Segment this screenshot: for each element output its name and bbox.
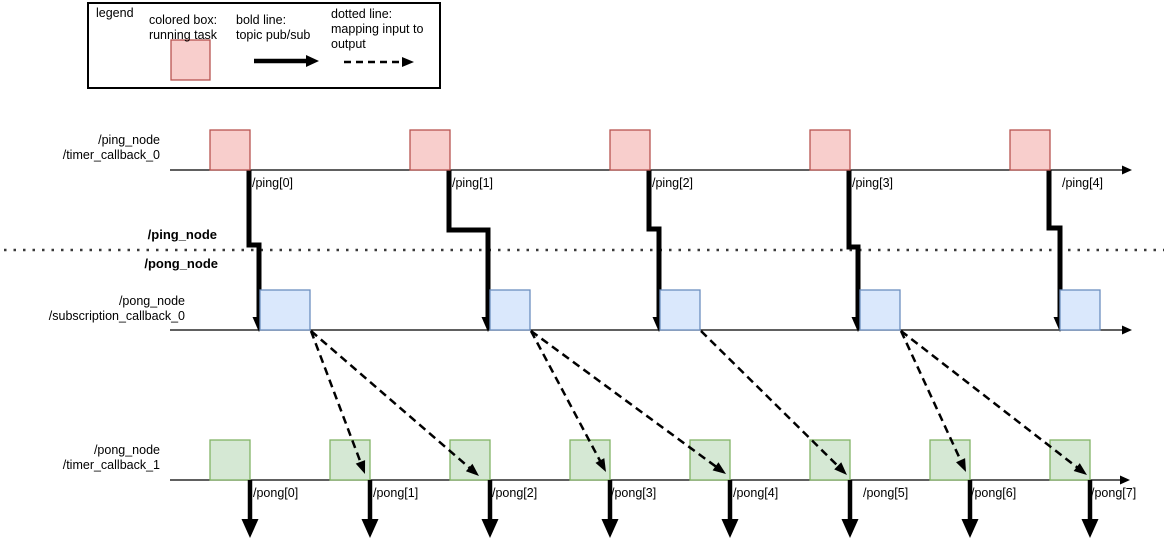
ping-timer-task-box-0: [209, 129, 251, 171]
mapping-arrowhead-icon: [956, 458, 966, 472]
topic-pub-arrowhead-icon: [721, 519, 739, 538]
legend-dashed-arrowhead-icon: [402, 57, 414, 67]
pong-timer-task-box-1: [329, 439, 371, 481]
mapping-arrowhead-icon: [355, 460, 366, 474]
ping-timer-task-box-1: [409, 129, 451, 171]
topic-pub-arrowhead-icon: [1081, 519, 1099, 538]
mapping-dashed-line-0: [309, 330, 363, 465]
ping-timer-axis-arrowhead-icon: [1122, 165, 1132, 175]
pong-timer-task-box-0: [209, 439, 251, 481]
legend-running-task-swatch: [170, 39, 211, 81]
mapping-dashed-line-5: [899, 330, 963, 463]
mapping-arrowhead-icon: [465, 463, 479, 476]
topic-pub-line-ping-2: [646, 170, 662, 319]
mapping-dashed-line-3: [530, 329, 718, 469]
legend-border: [87, 2, 441, 89]
subscription-task-box-3: [859, 289, 901, 331]
legend-bold-arrowhead-icon: [306, 55, 319, 67]
mapping-dashed-line-4: [700, 330, 841, 469]
pong-timer-axis-arrowhead-icon: [1120, 475, 1130, 485]
topic-pub-arrowhead-icon: [961, 519, 979, 538]
topic-pub-arrowhead-icon: [361, 519, 379, 538]
topic-pub-arrowhead-icon: [481, 519, 499, 538]
ping-timer-task-box-2: [609, 129, 651, 171]
subscription-task-box-1: [489, 289, 531, 331]
mapping-arrowhead-icon: [595, 458, 606, 472]
topic-pub-arrowhead-icon: [241, 519, 259, 538]
subscription-task-box-2: [659, 289, 701, 331]
mapping-arrowhead-icon: [1073, 463, 1087, 475]
pong-timer-task-box-2: [449, 439, 491, 481]
pong-timer-task-box-4: [689, 439, 731, 481]
mapping-dashed-line-2: [529, 330, 602, 463]
topic-pub-line-ping-1: [446, 170, 491, 319]
pong-subscription-axis-arrowhead-icon: [1122, 325, 1132, 335]
topic-pub-line-ping-3: [846, 170, 861, 319]
topic-pub-line-ping-0: [246, 170, 262, 319]
subscription-task-box-0: [259, 289, 311, 331]
mapping-arrowhead-icon: [712, 462, 726, 474]
ping-timer-task-box-3: [809, 129, 851, 171]
topic-pub-arrowhead-icon: [601, 519, 619, 538]
mapping-dashed-line-6: [900, 330, 1080, 470]
mapping-arrowhead-icon: [834, 462, 847, 475]
ping-timer-task-box-4: [1009, 129, 1051, 171]
mapping-dashed-line-1: [310, 330, 472, 470]
subscription-task-box-4: [1059, 289, 1101, 331]
topic-pub-arrowhead-icon: [841, 519, 859, 538]
topic-pub-line-ping-4: [1046, 170, 1063, 319]
